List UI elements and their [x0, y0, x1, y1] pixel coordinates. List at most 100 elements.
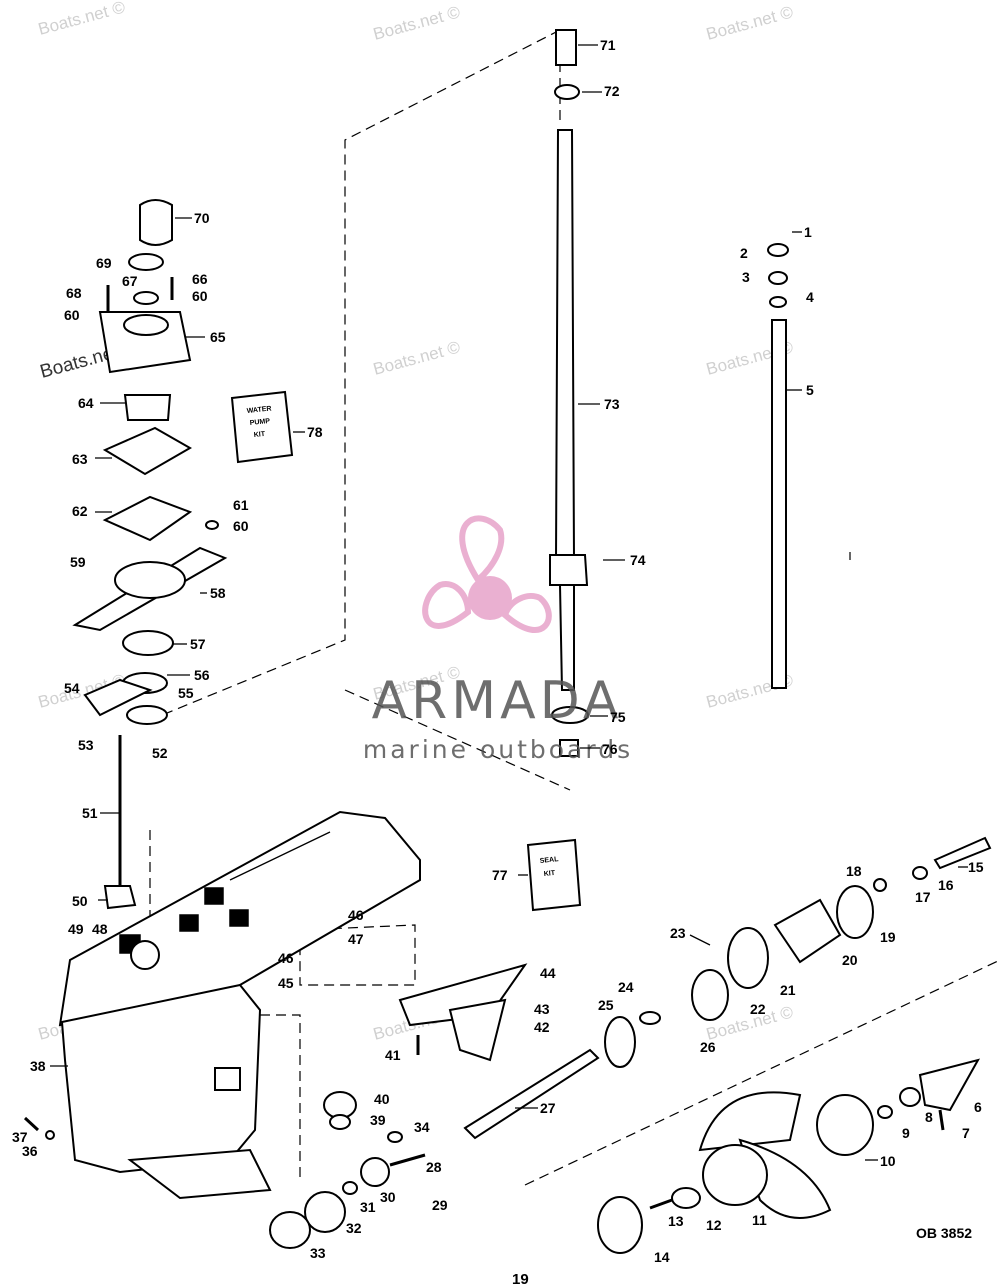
callout-31: 31 [360, 1199, 376, 1215]
callout-6: 6 [974, 1099, 982, 1115]
water-pump-kit-line: WATER [246, 405, 271, 415]
callout-71: 71 [600, 37, 616, 53]
callout-78: 78 [307, 424, 323, 440]
callout-65: 65 [210, 329, 226, 345]
callout-46b: 46 [348, 907, 364, 923]
callout-23: 23 [670, 925, 686, 941]
callout-47: 47 [348, 931, 364, 947]
gearcase-housing [58, 810, 421, 1200]
callout-49: 49 [68, 921, 84, 937]
callout-52: 52 [152, 745, 168, 761]
brand-tagline: marine outboards [363, 735, 633, 764]
callout-42: 42 [534, 1019, 550, 1035]
callout-55: 55 [178, 685, 194, 701]
callout-17: 17 [915, 889, 931, 905]
callout-34: 34 [414, 1119, 430, 1135]
callout-38: 38 [30, 1058, 46, 1074]
callout-24: 24 [618, 979, 634, 995]
callout-1: 1 [804, 224, 812, 240]
callout-53: 53 [78, 737, 94, 753]
callout-58: 58 [210, 585, 226, 601]
callout-9: 9 [902, 1125, 910, 1141]
callout-8: 8 [925, 1109, 933, 1125]
callout-67: 67 [122, 273, 138, 289]
callout-56: 56 [194, 667, 210, 683]
propeller-shaft-gears [23, 836, 992, 1249]
seal-kit-box: SEAL KIT [526, 838, 582, 912]
callout-4: 4 [806, 289, 814, 305]
callout-70: 70 [194, 210, 210, 226]
callout-59: 59 [70, 554, 86, 570]
water-pump-stack [72, 199, 228, 910]
callout-32: 32 [346, 1220, 362, 1236]
callout-40: 40 [374, 1091, 390, 1107]
page-number: 19 [512, 1271, 529, 1288]
callout-41: 41 [385, 1047, 401, 1063]
trim-tab [398, 963, 528, 1062]
callout-57: 57 [190, 636, 206, 652]
watermark: Boats.net © [704, 2, 795, 44]
leader-lines [50, 44, 968, 1161]
callout-60c: 60 [233, 518, 249, 534]
callout-54: 54 [64, 680, 80, 696]
callout-5: 5 [806, 382, 814, 398]
callout-2: 2 [740, 245, 748, 261]
propeller-blade-icon [459, 515, 505, 585]
callout-36: 36 [22, 1143, 38, 1159]
callout-22: 22 [750, 1001, 766, 1017]
callout-77: 77 [492, 867, 508, 883]
propeller-blade-icon [501, 593, 552, 633]
callout-73: 73 [604, 396, 620, 412]
callout-61: 61 [233, 497, 249, 513]
callout-50: 50 [72, 893, 88, 909]
callout-62: 62 [72, 503, 88, 519]
callout-72: 72 [604, 83, 620, 99]
callout-29: 29 [432, 1197, 448, 1213]
callout-3: 3 [742, 269, 750, 285]
callout-25: 25 [598, 997, 614, 1013]
drawing-code: OB 3852 [916, 1225, 972, 1241]
callout-46: 46 [278, 950, 294, 966]
callout-51: 51 [82, 805, 98, 821]
callout-48: 48 [92, 921, 108, 937]
assembly-guides [149, 29, 1000, 1186]
callout-33: 33 [310, 1245, 326, 1261]
callout-16: 16 [938, 877, 954, 893]
callout-69: 69 [96, 255, 112, 271]
callout-13: 13 [668, 1213, 684, 1229]
callout-labels: 1 2 3 4 5 6 7 8 9 10 11 12 13 14 15 16 1… [12, 37, 984, 1265]
callout-64: 64 [78, 395, 94, 411]
callout-11: 11 [752, 1212, 767, 1228]
callout-20: 20 [842, 952, 858, 968]
shift-rod-assembly [767, 243, 789, 689]
callout-15: 15 [968, 859, 984, 875]
callout-27: 27 [540, 1100, 556, 1116]
propeller-assembly [597, 1058, 981, 1254]
callout-60a: 60 [192, 288, 208, 304]
water-pump-kit-line: KIT [253, 431, 266, 439]
callout-21: 21 [780, 982, 796, 998]
callout-43: 43 [534, 1001, 550, 1017]
water-pump-kit-box: WATER PUMP KIT [230, 390, 294, 464]
callout-39: 39 [370, 1112, 386, 1128]
callout-30: 30 [380, 1189, 396, 1205]
watermark: Boats.net © [371, 337, 462, 379]
callout-28: 28 [426, 1159, 442, 1175]
callout-12: 12 [706, 1217, 722, 1233]
callout-76: 76 [602, 741, 618, 757]
armada-logo: ARMADA marine outboards [363, 515, 633, 764]
callout-63: 63 [72, 451, 88, 467]
callout-19: 19 [880, 929, 896, 945]
water-pump-kit-line: PUMP [249, 418, 270, 427]
drive-shaft-assembly [549, 29, 589, 757]
callout-60b: 60 [64, 307, 80, 323]
seal-kit-line: SEAL [539, 856, 559, 865]
brand-name: ARMADA [372, 671, 623, 731]
callout-75: 75 [610, 709, 626, 725]
watermark: Boats.net © [371, 2, 462, 44]
watermark: Boats.net © [36, 0, 127, 39]
callout-7: 7 [962, 1125, 970, 1141]
seal-kit-line: KIT [543, 870, 556, 878]
callout-68: 68 [66, 285, 82, 301]
